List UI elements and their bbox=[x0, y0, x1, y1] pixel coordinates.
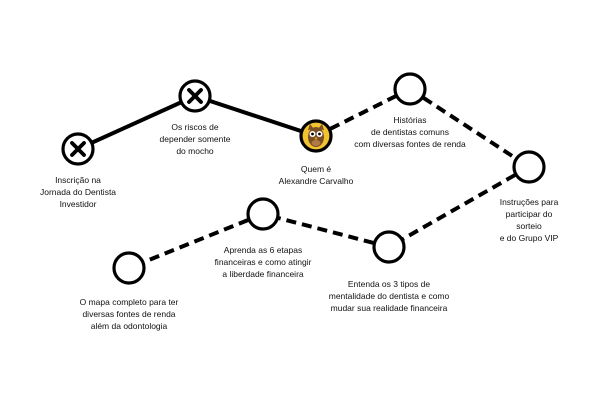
step-circle bbox=[393, 72, 427, 106]
step-circle bbox=[246, 197, 280, 231]
step-node-etapas[interactable] bbox=[246, 197, 280, 231]
step-node-inscricao[interactable] bbox=[61, 132, 95, 166]
step-node-instrucoes[interactable] bbox=[512, 150, 546, 184]
path-segment-5 bbox=[388, 165, 530, 249]
step-label-inscricao: Inscrição na Jornada do Dentista Investi… bbox=[39, 175, 117, 209]
step-circle bbox=[372, 230, 406, 264]
step-node-riscos[interactable] bbox=[178, 79, 212, 113]
owl-icon bbox=[308, 124, 324, 147]
path-segment-1 bbox=[77, 94, 196, 151]
step-node-mentalidade[interactable] bbox=[372, 230, 406, 264]
path-segment-2 bbox=[194, 94, 317, 138]
x-mark-icon bbox=[187, 88, 203, 104]
step-node-historias[interactable] bbox=[393, 72, 427, 106]
step-label-riscos: Os riscos de depender somente do mocho bbox=[159, 122, 231, 156]
step-label-instrucoes: Instruções para participar do sorteio e … bbox=[499, 197, 559, 243]
step-node-mapa[interactable] bbox=[112, 251, 146, 285]
step-label-mapa: O mapa completo para ter diversas fontes… bbox=[79, 297, 179, 331]
step-circle bbox=[512, 150, 546, 184]
step-circle bbox=[112, 251, 146, 285]
path-segment-3 bbox=[315, 87, 411, 138]
path-segment-6 bbox=[262, 212, 390, 249]
x-mark-icon bbox=[70, 141, 86, 157]
path-segment-4 bbox=[408, 87, 531, 169]
step-label-mentalidade: Entenda os 3 tipos de mentalidade do den… bbox=[328, 279, 450, 313]
path-segment-7 bbox=[128, 212, 264, 270]
step-node-quem-e[interactable] bbox=[299, 119, 333, 153]
step-label-etapas: Aprenda as 6 etapas financeiras e como a… bbox=[214, 245, 312, 279]
step-label-historias: Histórias de dentistas comuns com divers… bbox=[354, 115, 466, 149]
step-label-quem-e: Quem é Alexandre Carvalho bbox=[278, 164, 354, 186]
